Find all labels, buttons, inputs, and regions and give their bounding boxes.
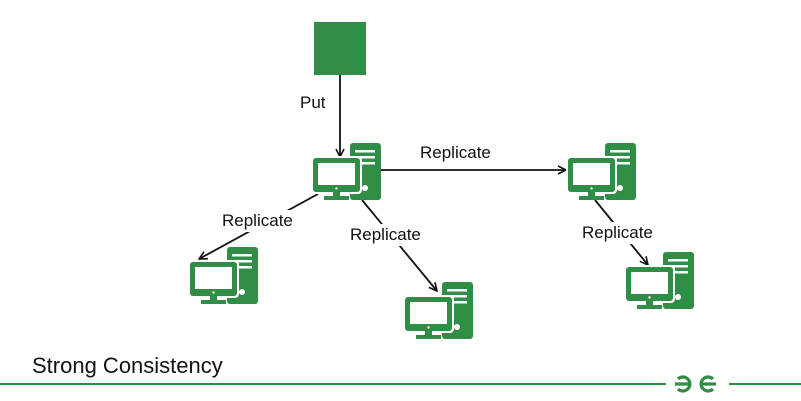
computer-icon bbox=[403, 282, 473, 339]
computer-icon bbox=[624, 252, 694, 309]
put-label: Put bbox=[300, 93, 326, 112]
data-block bbox=[314, 22, 366, 75]
computer-icon bbox=[566, 143, 636, 200]
gfg-logo bbox=[675, 375, 716, 393]
replicate-label: Replicate bbox=[582, 223, 653, 242]
computer-icon bbox=[188, 247, 258, 304]
replicate-label: Replicate bbox=[420, 143, 491, 162]
replicate-label: Replicate bbox=[222, 211, 293, 230]
replicate-label: Replicate bbox=[350, 225, 421, 244]
computer-icon bbox=[311, 143, 381, 200]
diagram-title: Strong Consistency bbox=[32, 353, 223, 378]
